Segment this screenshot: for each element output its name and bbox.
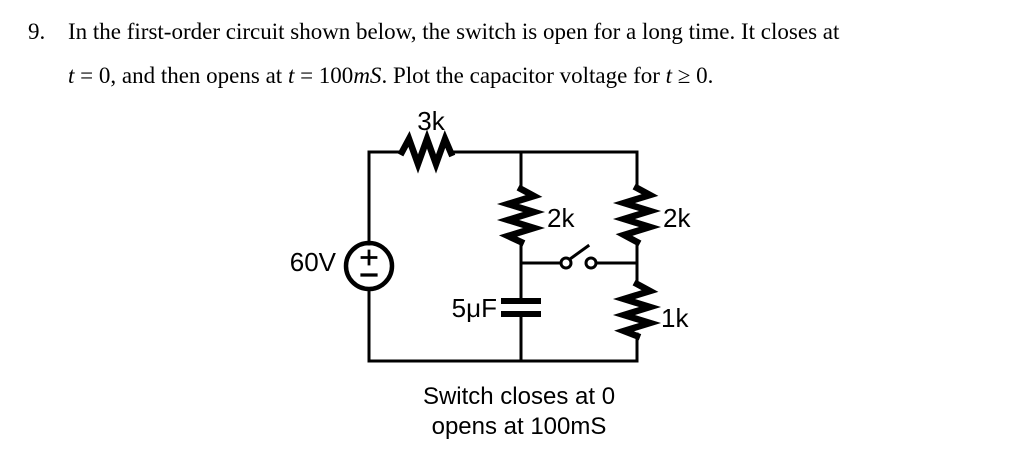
voltage-source <box>343 240 395 292</box>
resistor-2k-right-label: 2k <box>663 203 691 233</box>
resistor-1k <box>612 279 662 341</box>
switch-caption-line2: opens at 100mS <box>432 413 607 440</box>
voltage-source-label: 60V <box>290 247 337 277</box>
resistor-2k-middle <box>496 184 546 247</box>
problem-line1: In the first-order circuit shown below, … <box>68 19 840 44</box>
switch-lever <box>567 243 591 262</box>
resistor-2k-right <box>612 183 662 247</box>
problem-line2: t = 0, and then opens at t = 100mS. Plot… <box>68 63 714 88</box>
problem-statement: 9. In the first-order circuit shown belo… <box>28 10 968 98</box>
switch-caption-line1: Switch closes at 0 <box>423 383 615 410</box>
resistor-2k-middle-label: 2k <box>547 203 575 233</box>
problem-text: In the first-order circuit shown below, … <box>68 10 968 98</box>
plus-icon <box>360 249 378 266</box>
capacitor-label: 5μF <box>452 293 497 323</box>
problem-number: 9. <box>28 19 46 44</box>
switch <box>559 243 598 270</box>
resistor-1k-label: 1k <box>661 303 689 333</box>
switch-contact-right <box>584 256 598 270</box>
resistor-3k-label: 3k <box>417 106 445 136</box>
capacitor <box>501 298 541 317</box>
resistor-3k <box>397 129 456 174</box>
switch-contact-left <box>559 256 573 270</box>
circuit-wires <box>367 150 639 363</box>
